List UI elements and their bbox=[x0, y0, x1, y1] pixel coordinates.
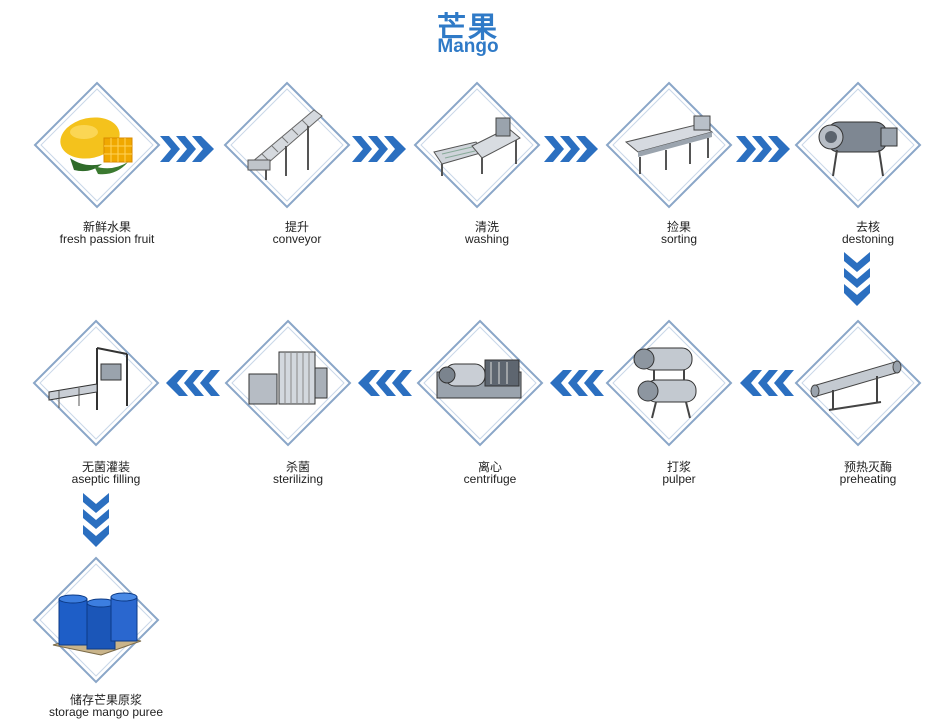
page-title: 芒果 bbox=[436, 10, 499, 44]
step-aseptic-filling: 无菌灌装 aseptic filling bbox=[31, 318, 181, 488]
arrow-right-icon bbox=[736, 136, 790, 162]
step-sterilizing: 杀菌 sterilizing bbox=[223, 318, 373, 488]
centrifuge-machine-icon bbox=[436, 359, 522, 399]
step-label-cn: 新鲜水果 bbox=[82, 220, 131, 234]
arrow-left-icon bbox=[740, 370, 794, 396]
step-label-en: centrifuge bbox=[463, 472, 517, 486]
step-label-en: storage mango puree bbox=[48, 705, 164, 719]
mango-fruit-icon bbox=[60, 117, 133, 175]
step-label-en: destoning bbox=[841, 232, 895, 246]
step-label-en: sorting bbox=[660, 232, 698, 246]
step-fresh-fruit: 新鲜水果 fresh passion fruit bbox=[32, 80, 182, 250]
step-label-en: fresh passion fruit bbox=[59, 232, 155, 246]
step-label-cn: 捡果 bbox=[666, 220, 691, 234]
step-destoning: 去核 destoning bbox=[793, 80, 936, 250]
arrow-left-icon bbox=[358, 370, 412, 396]
step-label-cn: 杀菌 bbox=[285, 460, 310, 474]
destoner-machine-icon bbox=[818, 121, 898, 177]
arrow-right-icon bbox=[160, 136, 214, 162]
step-label-en: conveyor bbox=[272, 232, 322, 246]
step-label-cn: 提升 bbox=[284, 220, 309, 234]
step-label-en: aseptic filling bbox=[71, 472, 141, 486]
preheater-machine-icon bbox=[810, 360, 902, 411]
step-preheating: 预热灭酶 preheating bbox=[793, 318, 936, 488]
storage-drums-icon bbox=[52, 592, 142, 656]
arrow-left-icon bbox=[550, 370, 604, 396]
step-sorting: 捡果 sorting bbox=[604, 80, 754, 250]
arrow-left-icon bbox=[166, 370, 220, 396]
aseptic-filler-icon bbox=[48, 347, 128, 410]
step-label-cn: 预热灭酶 bbox=[843, 460, 892, 474]
step-label-cn: 储存芒果原浆 bbox=[69, 693, 142, 707]
step-conveyor: 提升 conveyor bbox=[222, 80, 372, 250]
step-label-cn: 清洗 bbox=[474, 220, 499, 234]
pulper-machine-icon bbox=[633, 347, 697, 419]
page-subtitle: Mango bbox=[437, 36, 499, 57]
step-label-en: washing bbox=[464, 232, 510, 246]
step-label-en: sterilizing bbox=[272, 472, 323, 486]
step-pulper: 打浆 pulper bbox=[604, 318, 754, 488]
step-storage: 储存芒果原浆 storage mango puree bbox=[31, 555, 181, 725]
step-label-cn: 去核 bbox=[855, 220, 880, 234]
sorting-table-icon bbox=[624, 115, 714, 174]
step-label-cn: 无菌灌装 bbox=[81, 460, 130, 474]
arrow-down-icon bbox=[83, 493, 109, 547]
arrow-down-icon bbox=[844, 252, 870, 306]
step-label-en: pulper bbox=[662, 472, 696, 486]
step-washing: 清洗 washing bbox=[412, 80, 562, 250]
step-label-cn: 离心 bbox=[477, 460, 502, 474]
conveyor-machine-icon bbox=[247, 109, 323, 180]
washing-machine-icon bbox=[433, 117, 521, 176]
step-centrifuge: 离心 centrifuge bbox=[415, 318, 565, 488]
arrow-right-icon bbox=[352, 136, 406, 162]
arrow-right-icon bbox=[544, 136, 598, 162]
step-label-en: preheating bbox=[839, 472, 897, 486]
step-label-cn: 打浆 bbox=[666, 460, 691, 474]
sterilizer-machine-icon bbox=[248, 351, 328, 405]
